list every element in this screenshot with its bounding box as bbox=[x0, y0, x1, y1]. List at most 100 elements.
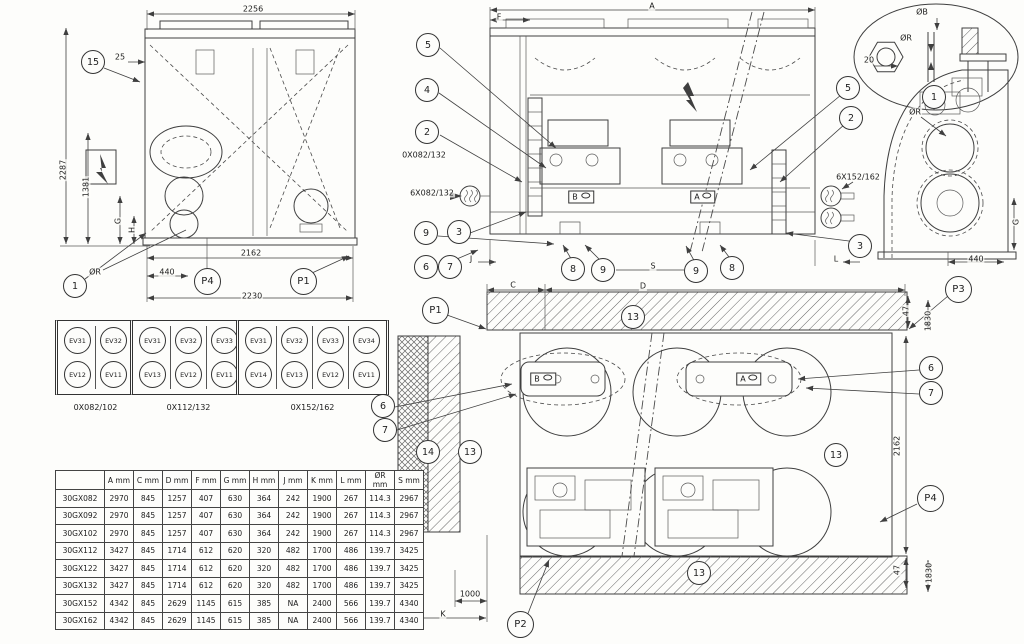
callout-2: 2 bbox=[839, 106, 863, 130]
dim-label-1381: 1381 bbox=[81, 175, 91, 199]
circuit-label-B: B bbox=[530, 372, 556, 386]
table-cell: 3427 bbox=[104, 541, 134, 560]
circuit-label-A: A bbox=[690, 190, 716, 204]
table-cell: 407 bbox=[191, 524, 221, 543]
callout-7: 7 bbox=[919, 381, 943, 405]
dim-label-20: 20 bbox=[862, 55, 876, 65]
table-cell: 114.3 bbox=[365, 506, 395, 525]
table-header-cell: H mm bbox=[249, 470, 279, 490]
table-cell: 139.7 bbox=[365, 594, 395, 613]
callout-8: 8 bbox=[561, 257, 585, 281]
table-cell: 845 bbox=[133, 524, 163, 543]
callout-13: 13 bbox=[824, 443, 848, 467]
table-cell: 630 bbox=[220, 489, 250, 508]
ev-terminal: EV31 bbox=[139, 327, 166, 354]
model-cell: 30GX092 bbox=[55, 506, 105, 525]
table-cell: 242 bbox=[278, 506, 308, 525]
circuit-label-A: A bbox=[736, 372, 762, 386]
dim-label-K: K bbox=[439, 609, 447, 619]
dim-label-H: H bbox=[127, 225, 137, 235]
table-cell: 1257 bbox=[162, 489, 192, 508]
ev-terminal: EV12 bbox=[64, 361, 91, 388]
table-cell: 3425 bbox=[394, 559, 424, 578]
dim-label-47: 47 bbox=[901, 304, 911, 318]
table-cell: 139.7 bbox=[365, 559, 395, 578]
dim-label-2162: 2162 bbox=[239, 248, 263, 258]
table-cell: 615 bbox=[220, 611, 250, 630]
table-header-cell: F mm bbox=[191, 470, 221, 490]
callout-13: 13 bbox=[687, 561, 711, 585]
end-view-drawing bbox=[877, 69, 1017, 266]
model-cell: 30GX112 bbox=[55, 541, 105, 560]
dim-label-D: D bbox=[638, 281, 648, 291]
ev-terminal: EV31 bbox=[245, 327, 272, 354]
side-view-drawing bbox=[437, 7, 860, 271]
table-header-cell: C mm bbox=[133, 470, 163, 490]
ev-terminal: EV12 bbox=[317, 361, 344, 388]
dim-label-A: A bbox=[648, 1, 656, 11]
table-cell: 1714 bbox=[162, 576, 192, 595]
table-cell: 364 bbox=[249, 524, 279, 543]
dim-label-R: ØR bbox=[908, 107, 922, 117]
table-cell: 3427 bbox=[104, 576, 134, 595]
table-header-cell bbox=[55, 470, 105, 490]
table-cell: 1714 bbox=[162, 559, 192, 578]
table-cell: 320 bbox=[249, 576, 279, 595]
table-cell: 320 bbox=[249, 559, 279, 578]
table-cell: 1714 bbox=[162, 541, 192, 560]
model-cell: 30GX082 bbox=[55, 489, 105, 508]
table-cell: 620 bbox=[220, 576, 250, 595]
table-cell: 482 bbox=[278, 541, 308, 560]
table-cell: 2970 bbox=[104, 506, 134, 525]
table-cell: 620 bbox=[220, 559, 250, 578]
callout-5: 5 bbox=[416, 33, 440, 57]
terminal-box-label: 0X112/132 bbox=[166, 403, 211, 412]
table-cell: 139.7 bbox=[365, 541, 395, 560]
table-cell: 845 bbox=[133, 506, 163, 525]
callout-9: 9 bbox=[684, 259, 708, 283]
table-cell: 4340 bbox=[394, 611, 424, 630]
table-cell: 845 bbox=[133, 594, 163, 613]
table-header-cell: D mm bbox=[162, 470, 192, 490]
dim-label-1830: 1830 bbox=[924, 561, 934, 585]
table-cell: 2967 bbox=[394, 506, 424, 525]
model-cell: 30GX102 bbox=[55, 524, 105, 543]
table-cell: 486 bbox=[336, 576, 366, 595]
callout-1: 1 bbox=[63, 274, 87, 298]
callout-6: 6 bbox=[919, 356, 943, 380]
table-cell: 4340 bbox=[394, 594, 424, 613]
table-cell: 486 bbox=[336, 541, 366, 560]
callout-P4: P4 bbox=[194, 268, 221, 295]
table-cell: 242 bbox=[278, 489, 308, 508]
model-cell: 30GX162 bbox=[55, 611, 105, 630]
table-cell: 630 bbox=[220, 506, 250, 525]
model-cell: 30GX122 bbox=[55, 559, 105, 578]
model-cell: 30GX132 bbox=[55, 576, 105, 595]
dim-label-2162: 2162 bbox=[892, 434, 902, 458]
table-cell: 1257 bbox=[162, 524, 192, 543]
dim-label-S: S bbox=[649, 261, 657, 271]
table-cell: 1700 bbox=[307, 576, 337, 595]
table-cell: 3427 bbox=[104, 559, 134, 578]
table-cell: 1145 bbox=[191, 594, 221, 613]
callout-3: 3 bbox=[848, 234, 872, 258]
table-cell: 267 bbox=[336, 524, 366, 543]
table-header-cell: S mm bbox=[394, 470, 424, 490]
dim-label-440: 440 bbox=[967, 254, 985, 264]
ev-terminal: EV32 bbox=[175, 327, 202, 354]
dim-label-G: G bbox=[1011, 217, 1021, 227]
table-cell: 139.7 bbox=[365, 576, 395, 595]
ev-terminal: EV32 bbox=[281, 327, 308, 354]
ev-terminal: EV13 bbox=[139, 361, 166, 388]
callout-5: 5 bbox=[836, 76, 860, 100]
callout-P4: P4 bbox=[917, 485, 944, 512]
